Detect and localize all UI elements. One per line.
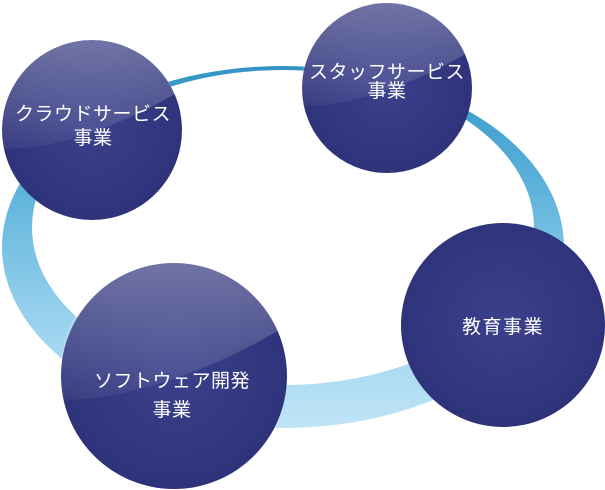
staff-service-gloss: [301, 0, 466, 106]
cloud-service-gloss: [1, 37, 175, 149]
staff-service-label-line2: 事業: [367, 80, 406, 102]
node-software-dev[interactable]: ソフトウェア開発 事業: [59, 259, 287, 489]
software-dev-label-line2: 事業: [152, 399, 191, 421]
node-staff-service[interactable]: スタッフサービス 事業: [301, 0, 472, 173]
software-dev-label-line1: ソフトウェア開発: [94, 370, 250, 392]
education-sphere: [401, 223, 605, 427]
staff-service-label-line1: スタッフサービス: [309, 61, 465, 83]
node-cloud-service[interactable]: クラウドサービス 事業: [1, 37, 182, 220]
cloud-service-label-line1: クラウドサービス: [15, 103, 171, 125]
education-label-line1: 教育事業: [462, 316, 544, 338]
software-dev-gloss: [59, 259, 278, 400]
cloud-service-label-line2: 事業: [73, 127, 112, 149]
node-education[interactable]: 教育事業: [401, 223, 605, 427]
